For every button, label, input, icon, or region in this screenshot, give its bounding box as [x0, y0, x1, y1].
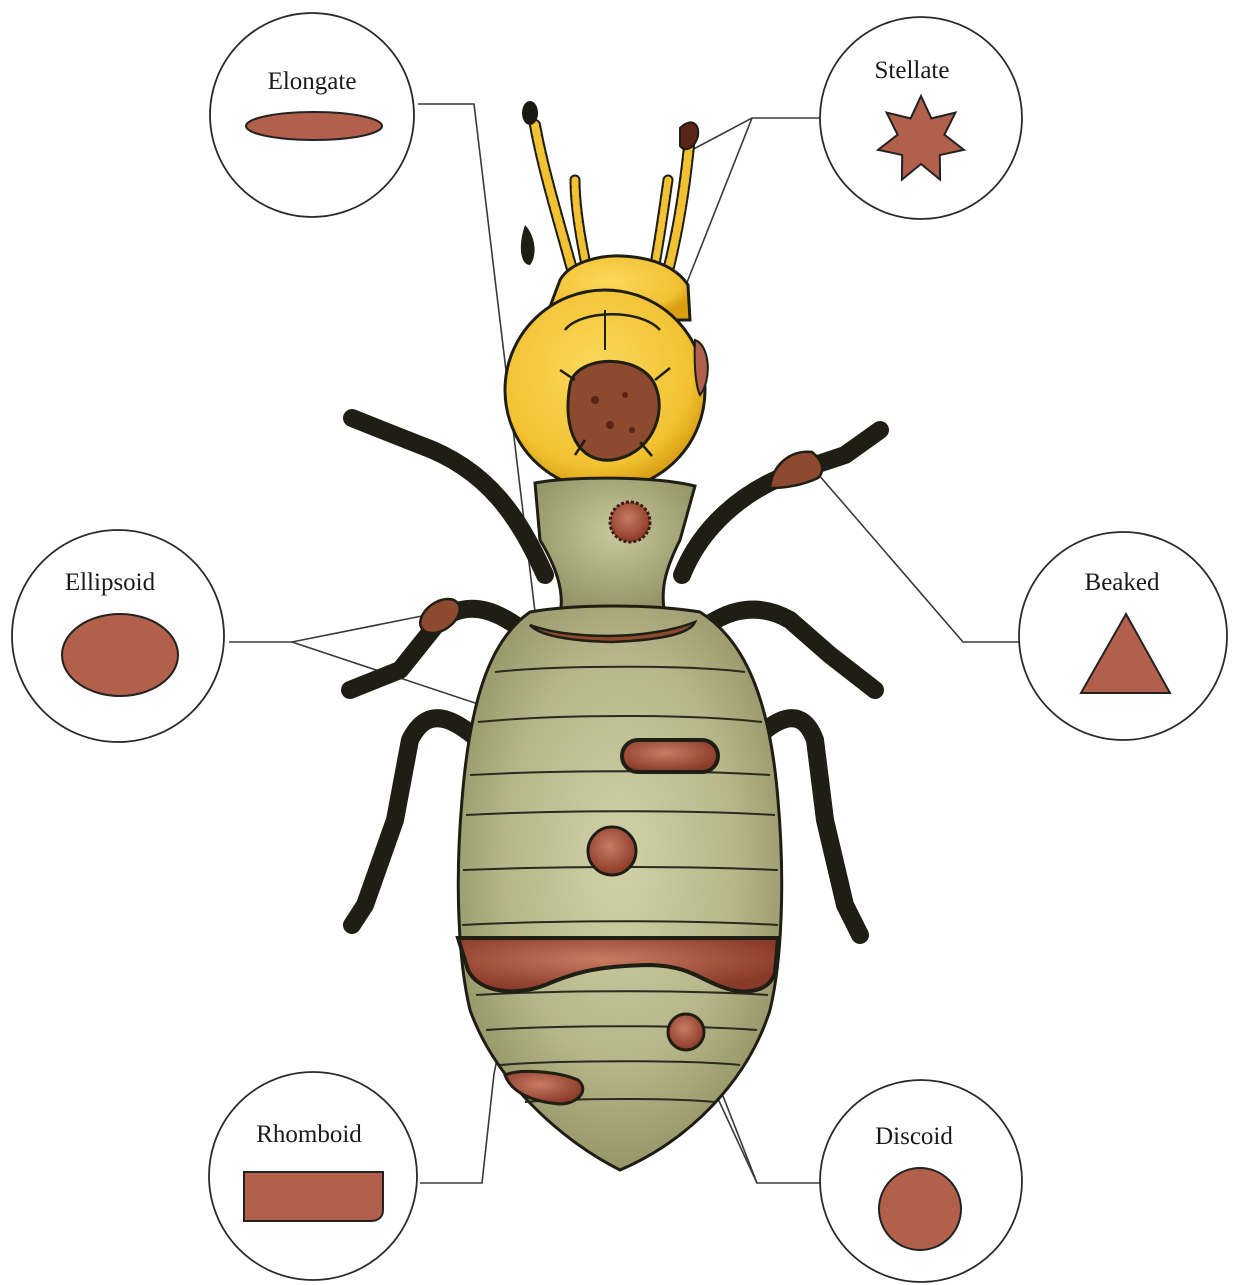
leader-beaked [818, 474, 1020, 642]
termite-abdomen [458, 606, 782, 1170]
leg-front-left [352, 418, 545, 575]
label-beaked: Beaked [1085, 569, 1160, 596]
label-stellate: Stellate [875, 57, 950, 84]
label-ellipsoid: Ellipsoid [65, 569, 156, 596]
label-rhomboid: Rhomboid [256, 1121, 362, 1148]
callout-discoid: Discoid [820, 1080, 1022, 1282]
callout-beaked: Beaked [1019, 532, 1227, 740]
callout-rhomboid: Rhomboid [209, 1072, 417, 1280]
leg-front-left-fill [352, 418, 545, 575]
shape-ellipsoid-icon [62, 614, 178, 696]
leader-ellipsoid-a [229, 614, 432, 642]
beaked-gland-on-leg [770, 452, 822, 488]
leg-front-right-fill [682, 430, 880, 575]
termite-thorax [535, 478, 695, 615]
callout-stellate: Stellate [820, 17, 1022, 219]
shape-elongate-icon [246, 112, 382, 140]
callout-elongate: Elongate [210, 13, 414, 217]
shape-rhomboid-icon [244, 1172, 383, 1221]
termite-head [505, 256, 708, 490]
callout-ellipsoid: Ellipsoid [12, 530, 224, 742]
label-elongate: Elongate [268, 68, 357, 95]
shape-discoid-icon [879, 1168, 961, 1250]
label-discoid: Discoid [875, 1123, 953, 1150]
leader-stellate-a [688, 118, 820, 152]
